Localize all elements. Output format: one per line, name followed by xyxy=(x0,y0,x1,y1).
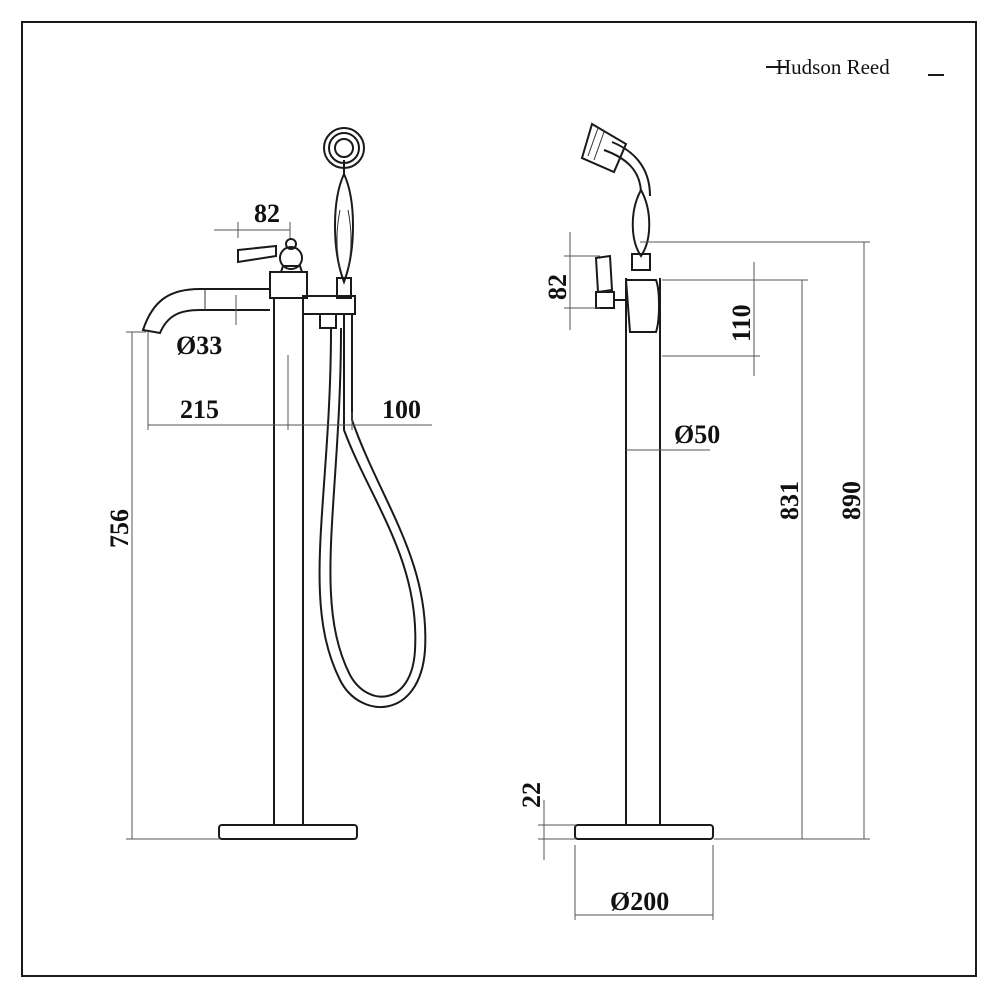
shower-hose xyxy=(318,314,427,709)
dim-handle-height: 82 xyxy=(543,274,572,300)
base-plate-side xyxy=(574,824,714,840)
front-dimensions: 82 Ø33 215 100 756 xyxy=(105,199,432,840)
dim-pipe-diameter: Ø50 xyxy=(674,420,720,449)
brand-name: Hudson Reed xyxy=(776,55,890,79)
spout-front xyxy=(141,288,270,335)
dim-spout-reach: 215 xyxy=(180,395,219,424)
dim-spout-height: 756 xyxy=(105,509,134,548)
dim-height-831: 831 xyxy=(775,481,804,520)
dim-base-diameter: Ø200 xyxy=(610,887,669,916)
lever-handle-front xyxy=(237,238,304,273)
dim-handle-width: 82 xyxy=(254,199,280,228)
drawing-frame xyxy=(21,21,977,977)
hand-shower-side xyxy=(580,122,651,271)
hand-shower-front xyxy=(323,127,365,299)
side-dimensions: 82 110 Ø50 831 890 22 Ø200 xyxy=(517,232,870,920)
lever-handle-side xyxy=(594,254,626,309)
dim-hose-offset: 100 xyxy=(382,395,421,424)
side-view xyxy=(574,122,714,840)
front-view xyxy=(141,127,427,840)
brand-logo: Hudson Reed xyxy=(766,55,944,79)
dim-spout-diameter: Ø33 xyxy=(176,331,222,360)
dim-base-thickness: 22 xyxy=(517,782,546,808)
base-plate-front xyxy=(218,824,358,840)
dim-height-890: 890 xyxy=(837,481,866,520)
dim-head-drop: 110 xyxy=(727,304,756,342)
